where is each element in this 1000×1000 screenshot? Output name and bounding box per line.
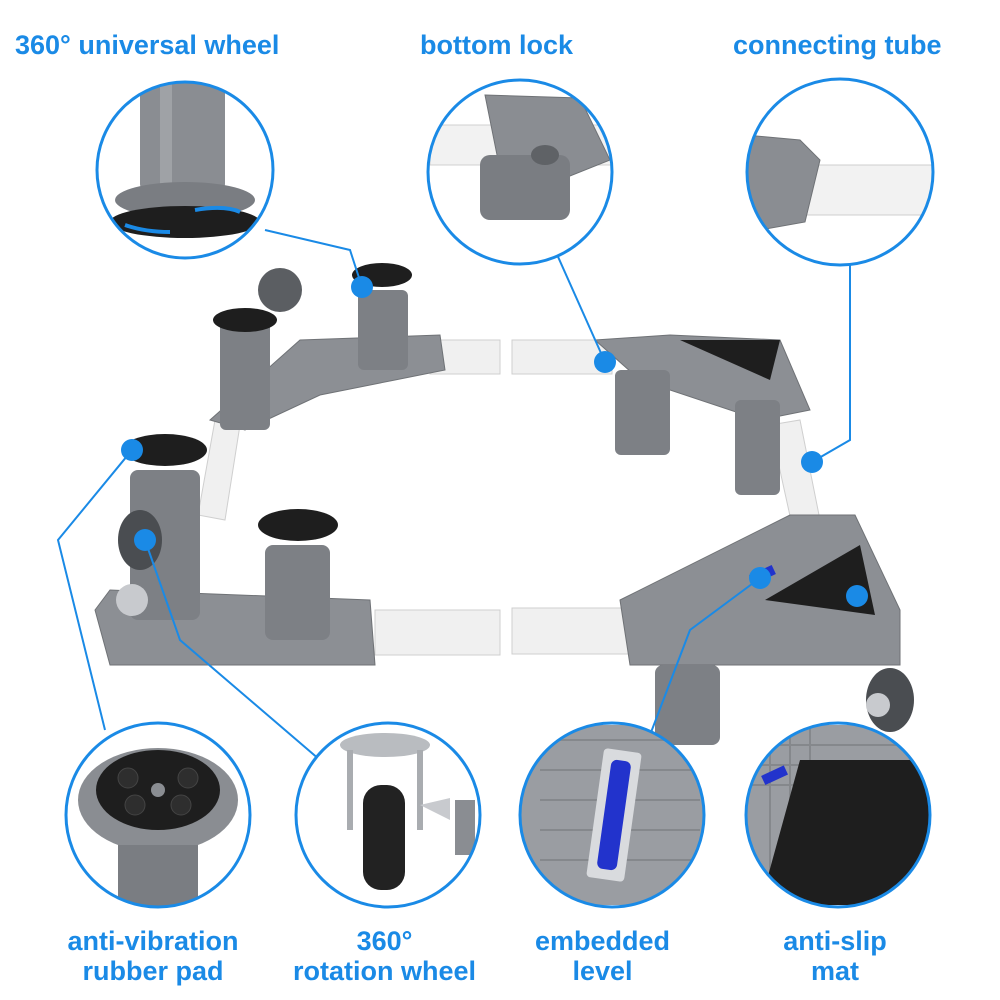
label-anti-slip: anti-slip mat (760, 926, 910, 986)
connecting-tube-left (197, 419, 241, 521)
label-rubber-pad: anti-vibration rubber pad (48, 926, 258, 986)
label-universal-wheel: 360° universal wheel (15, 30, 279, 60)
detail-embedded-level (518, 721, 706, 909)
label-rubber-pad-line1: anti-vibration (67, 926, 239, 956)
label-rotation-wheel-line2: rotation wheel (292, 956, 476, 986)
connecting-tube-bottom-right (511, 607, 633, 655)
detail-connecting-tube (745, 77, 935, 267)
stand-frame (94, 263, 914, 745)
label-connecting-tube-text: connecting tube (733, 30, 942, 60)
label-anti-slip-line1: anti-slip (783, 926, 887, 956)
detail-rotation-wheel (294, 721, 482, 909)
label-bottom-lock-text: bottom lock (420, 30, 573, 60)
detail-rubber-pad (64, 721, 252, 909)
detail-anti-slip-mat (744, 721, 932, 909)
label-connecting-tube: connecting tube (733, 30, 942, 60)
label-embedded-level-line1: embedded (534, 926, 671, 956)
label-embedded-level: embedded level (515, 926, 690, 986)
callout-dots (121, 276, 868, 607)
label-rubber-pad-line2: rubber pad (82, 956, 224, 986)
label-bottom-lock: bottom lock (420, 30, 573, 60)
label-anti-slip-line2: mat (810, 956, 859, 986)
label-rotation-wheel: 360° rotation wheel (272, 926, 497, 986)
callout-lines (56, 229, 851, 761)
label-embedded-level-line2: level (572, 956, 633, 986)
connecting-tube-bottom-left (374, 609, 501, 656)
label-rotation-wheel-line1: 360° (356, 926, 413, 956)
detail-bottom-lock (426, 78, 614, 266)
detail-universal-wheel (95, 80, 275, 260)
label-universal-wheel-text: 360° universal wheel (15, 30, 280, 60)
